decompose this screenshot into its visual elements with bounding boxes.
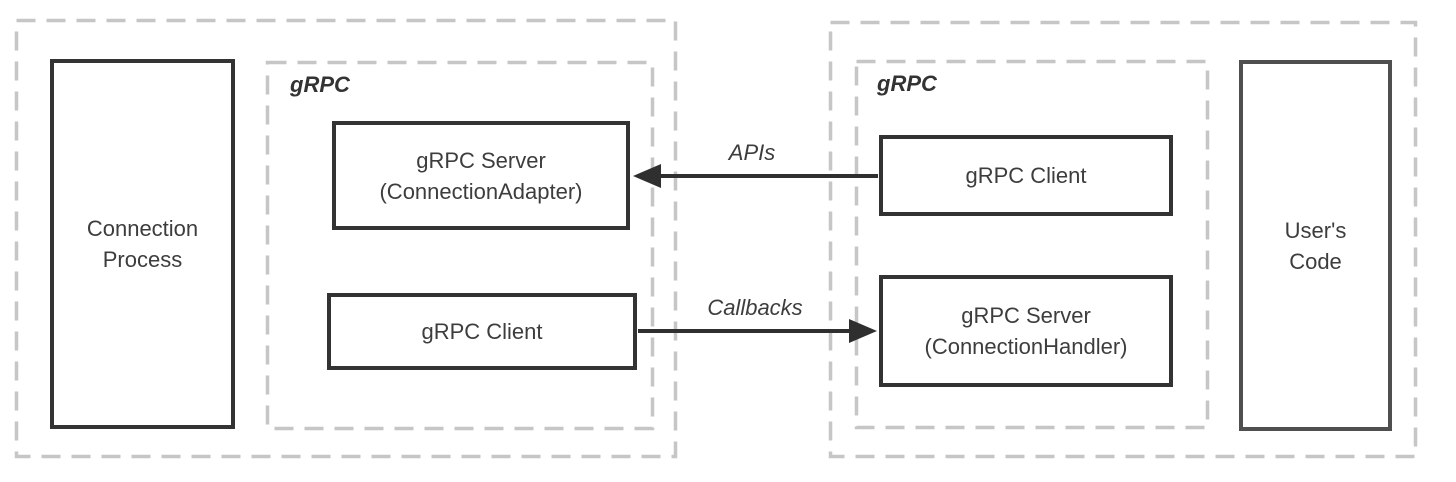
connection-process-label-line2: Process [102,247,183,272]
grpc-server-connection-handler-box: gRPC Server (ConnectionHandler) [879,275,1173,387]
users-code-box: User's Code [1239,60,1392,431]
grpc-server-handler-label-line2: (ConnectionHandler) [924,334,1128,359]
connection-process-label-line1: Connection [86,216,199,241]
callbacks-arrow-label: Callbacks [707,295,803,320]
apis-arrowhead-icon [633,164,661,188]
left-grpc-dashed-box [265,60,655,431]
grpc-server-handler-label-line1: gRPC Server [961,303,1091,328]
right-grpc-client-label: gRPC Client [965,163,1087,188]
left-grpc-client-box: gRPC Client [327,293,637,370]
users-code-label-line2: Code [1289,248,1342,274]
apis-arrow [633,164,878,188]
callbacks-arrowhead-icon [849,319,877,343]
left-grpc-client-label: gRPC Client [421,319,543,344]
grpc-server-adapter-label-line1: gRPC Server [416,147,546,173]
grpc-server-adapter-label-line2: (ConnectionAdapter) [379,178,583,204]
left-grpc-group-title: gRPC [290,72,350,97]
right-grpc-client-box: gRPC Client [879,135,1173,216]
right-grpc-group-title: gRPC [877,71,937,96]
left-outer-dashed-box [14,18,678,459]
callbacks-arrow [638,319,877,343]
grpc-server-connection-adapter-box: gRPC Server (ConnectionAdapter) [332,121,630,230]
connection-process-box: Connection Process [50,59,235,429]
users-code-label-line1: User's [1284,217,1347,243]
apis-arrow-label: APIs [728,140,776,165]
